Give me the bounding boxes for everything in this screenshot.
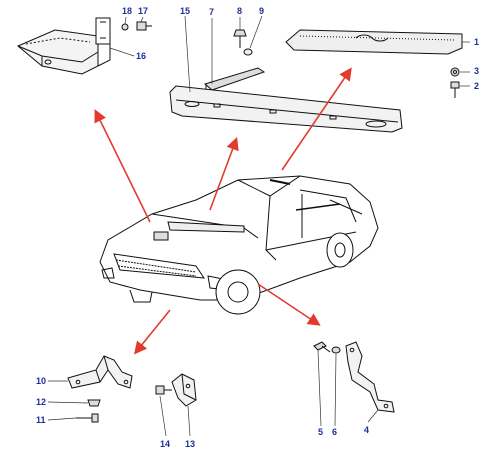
clip-12 [87,399,101,407]
bracket-10 [67,355,133,389]
callout-1: 1 [474,37,480,47]
pointer-arrows [94,67,352,355]
callout-4: 4 [364,425,370,435]
callout-3: 3 [474,66,480,76]
trim-strip-1 [285,29,463,55]
screw-2 [450,81,460,98]
bolt-14 [155,385,172,395]
callout-13: 13 [185,439,196,449]
nut-3 [450,67,460,77]
cowl-panel-15 [169,85,403,133]
clip-6 [331,346,341,354]
callout-10: 10 [36,376,47,386]
bolt-5 [313,341,331,353]
callout-16: 16 [136,51,147,61]
callout-5: 5 [318,427,324,437]
callout-14: 14 [160,439,171,449]
callout-18: 18 [122,6,133,16]
callout-15: 15 [180,6,191,16]
callout-2: 2 [474,81,480,91]
bolt-8 [233,29,247,48]
callout-17: 17 [138,6,149,16]
bracket-13 [171,373,197,407]
callout-7: 7 [209,7,215,17]
callout-8: 8 [237,6,243,16]
car-cowl-highlight [167,221,245,233]
bolt-17-18 [121,21,152,31]
leader-lines [47,15,470,437]
bolt-11 [76,413,99,423]
callout-11: 11 [36,415,46,425]
callout-6: 6 [332,427,338,437]
stay-4 [345,341,395,413]
clip-9 [243,48,253,56]
callout-12: 12 [36,397,47,407]
bracket-assembly-16 [17,17,111,75]
callout-9: 9 [259,6,265,16]
car-body [99,175,379,315]
